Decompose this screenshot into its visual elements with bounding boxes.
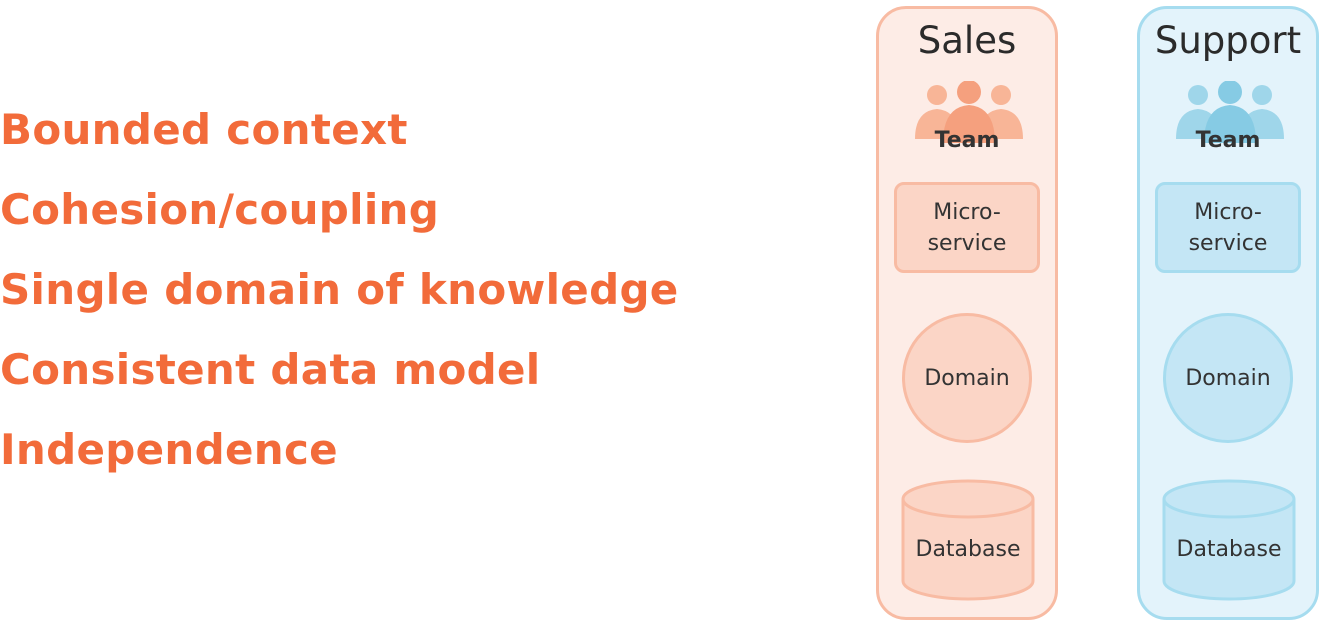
database-cylinder-icon — [1162, 479, 1296, 601]
team-label: Team — [934, 128, 1000, 153]
team-label: Team — [1195, 128, 1261, 153]
microservice-box: Micro- service — [894, 182, 1040, 273]
bullet-item: Consistent data model — [0, 345, 541, 394]
people-group-icon — [915, 81, 1023, 143]
bullet-item: Single domain of knowledge — [0, 265, 679, 314]
column-title: Sales — [917, 19, 1017, 62]
database-block: Database — [901, 479, 1035, 603]
bullet-item: Cohesion/coupling — [0, 185, 440, 234]
database-label: Database — [915, 537, 1021, 562]
bullet-item: Bounded context — [0, 105, 408, 154]
microservice-label-line2: service — [1188, 230, 1268, 256]
domain-label: Domain — [924, 365, 1010, 391]
team-block: Team — [1140, 81, 1316, 161]
microservice-label-line1: Micro- — [933, 199, 1001, 225]
database-cylinder-icon — [901, 479, 1035, 601]
column-title: Support — [1154, 19, 1302, 62]
microservice-box: Micro- service — [1155, 182, 1301, 273]
database-block: Database — [1162, 479, 1296, 603]
domain-circle: Domain — [1163, 313, 1293, 443]
bullet-list: Bounded context Cohesion/coupling Single… — [0, 90, 679, 490]
team-block: Team — [879, 81, 1055, 161]
domain-label: Domain — [1185, 365, 1271, 391]
people-group-icon — [1176, 81, 1284, 143]
database-label: Database — [1176, 537, 1282, 562]
microservice-label-line2: service — [927, 230, 1007, 256]
bullet-item: Independence — [0, 425, 338, 474]
microservice-label-line1: Micro- — [1194, 199, 1262, 225]
sales-context-column: Sales Team Micro- service Domain — [876, 6, 1058, 620]
domain-circle: Domain — [902, 313, 1032, 443]
support-context-column: Support Team Micro- service Domain — [1137, 6, 1319, 620]
